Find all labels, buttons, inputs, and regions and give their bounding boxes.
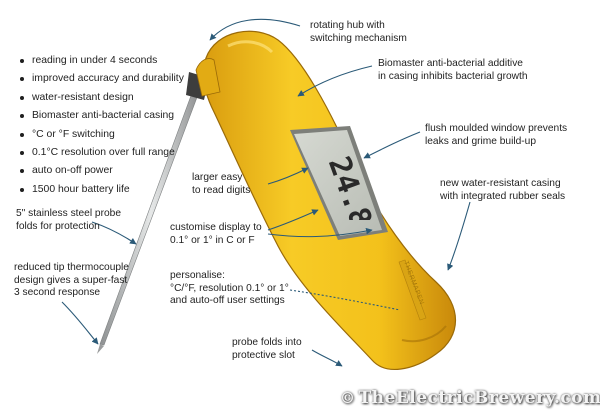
lcd-window	[290, 126, 388, 240]
callout-display: customise display to 0.1° or 1° in C or …	[170, 222, 262, 246]
tip-arrow	[61, 301, 99, 345]
window-arrow	[363, 131, 421, 159]
feature-item: reading in under 4 seconds	[18, 52, 184, 70]
callout-slot: probe folds into protective slot	[232, 337, 302, 361]
personalise-line	[289, 289, 401, 311]
callout-digits: larger easy to read digits	[192, 172, 251, 196]
feature-item: 0.1°C resolution over full range	[18, 144, 184, 162]
bullet-icon	[20, 95, 24, 100]
lcd-display: 24.8 C	[321, 152, 379, 220]
callout-lines	[61, 18, 471, 367]
feature-item: water-resistant design	[18, 89, 184, 107]
feature-item: Biomaster anti-bacterial casing	[18, 107, 184, 125]
hub-arrow	[209, 18, 301, 41]
callout-window: flush moulded window prevents leaks and …	[425, 123, 568, 147]
callout-hub: rotating hub with switching mechanism	[310, 20, 407, 44]
feature-item: improved accuracy and durability	[18, 70, 184, 88]
bullet-icon	[20, 187, 24, 192]
feature-item: auto on-off power	[18, 162, 184, 180]
callout-biomaster: Biomaster anti-bacterial additive in cas…	[378, 58, 528, 82]
probe-arrow	[91, 221, 137, 245]
bullet-icon	[20, 77, 24, 82]
display-arrow-top	[267, 209, 319, 231]
bullet-icon	[20, 151, 24, 156]
callout-probe: 5" stainless steel probe folds for prote…	[16, 208, 121, 232]
display-arrow-bottom	[267, 227, 373, 238]
lcd-reading: 24.8	[321, 152, 379, 220]
feature-item: °C or °F switching	[18, 126, 184, 144]
casing-arrow	[447, 201, 471, 271]
feature-list: reading in under 4 seconds improved accu…	[18, 52, 184, 199]
bullet-icon	[20, 114, 24, 119]
bullet-icon	[20, 132, 24, 137]
digits-arrow	[267, 167, 309, 185]
bullet-icon	[20, 59, 24, 63]
callout-tip: reduced tip thermocouple design gives a …	[14, 262, 129, 299]
slot-arrow	[311, 349, 343, 367]
callout-casing: new water-resistant casing with integrat…	[440, 178, 566, 202]
bullet-icon	[20, 169, 24, 174]
copyright-icon: ©	[340, 389, 356, 407]
watermark-text: TheElectricBrewery.com	[358, 388, 600, 408]
watermark: ©TheElectricBrewery.com	[340, 388, 600, 408]
callout-personalise: personalise: °C/°F, resolution 0.1° or 1…	[170, 270, 289, 307]
biomaster-arrow	[297, 65, 373, 97]
feature-item: 1500 hour battery life	[18, 181, 184, 199]
